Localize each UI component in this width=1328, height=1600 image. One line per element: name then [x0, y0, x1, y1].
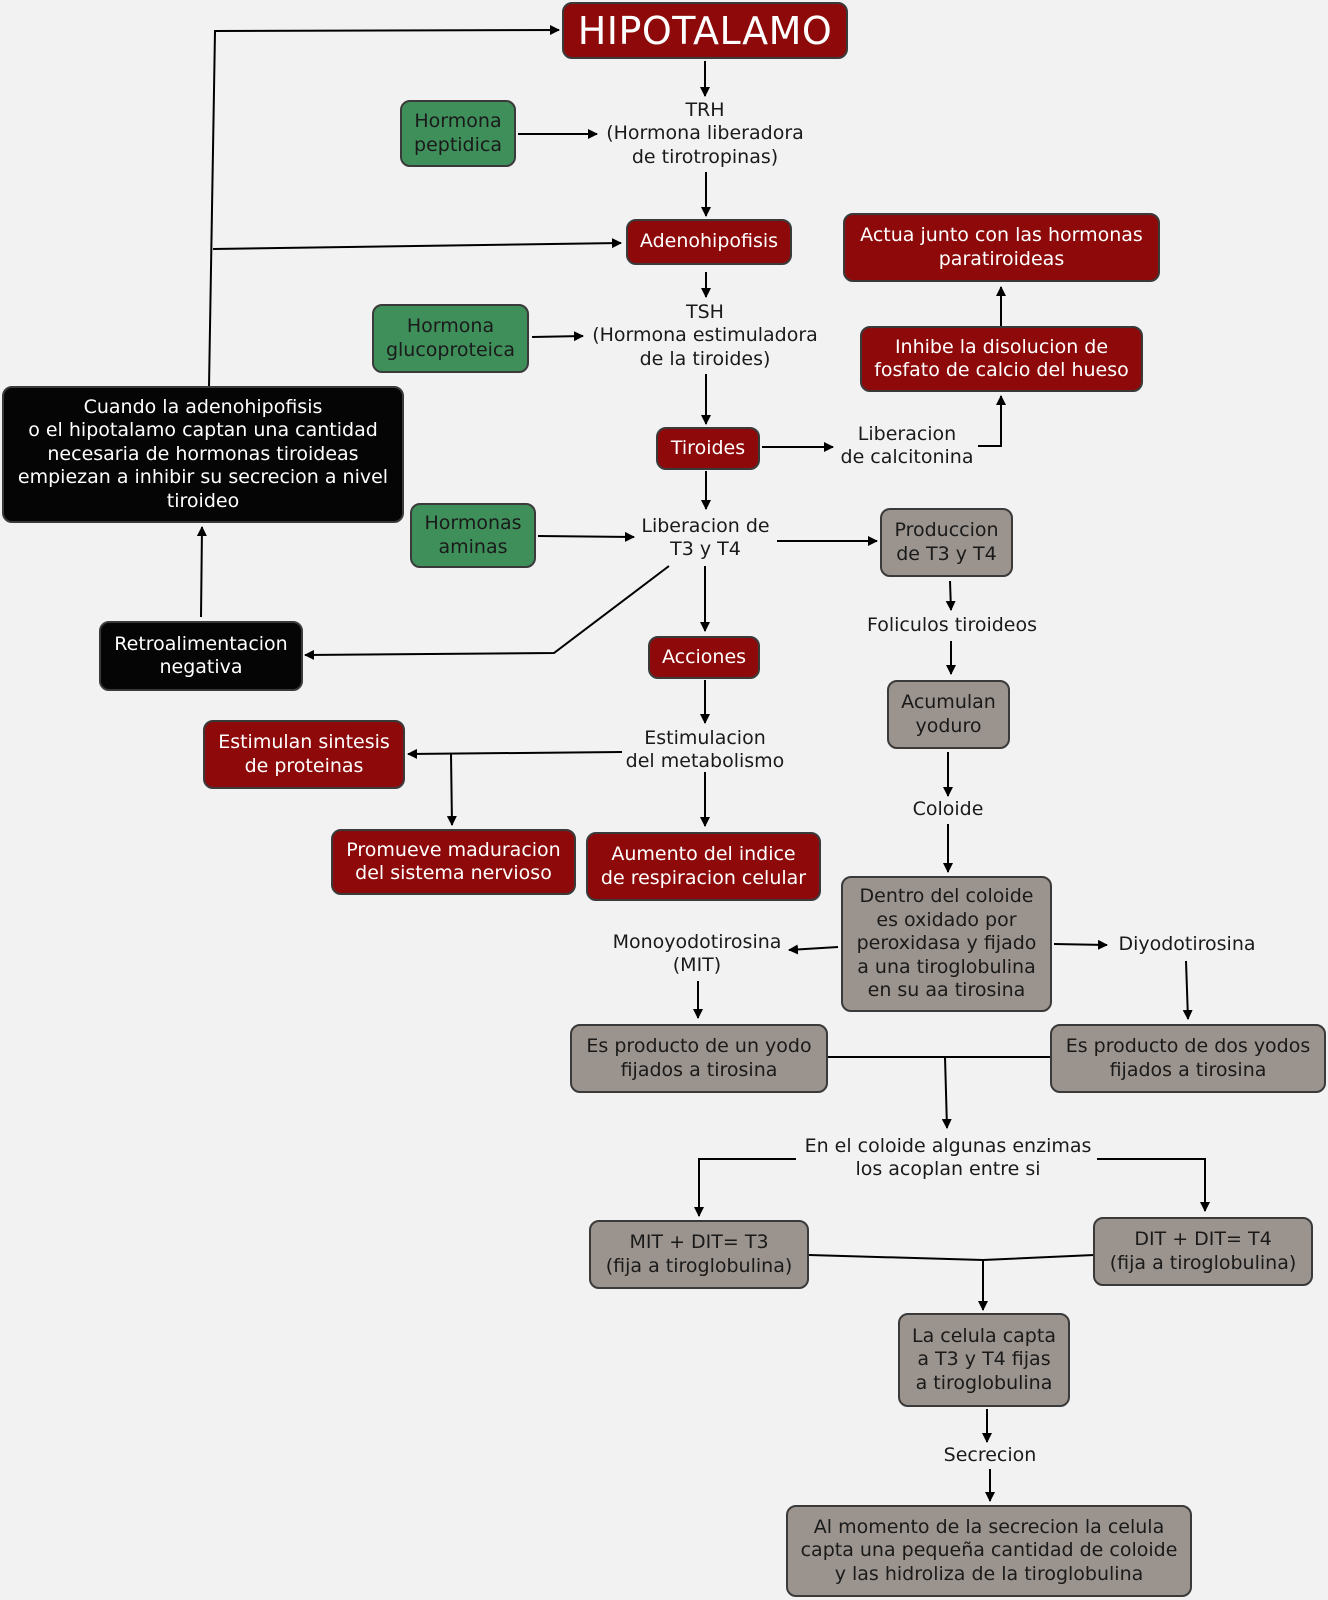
- tsh-node: TSH (Hormona estimuladora de la tiroides…: [592, 300, 818, 370]
- mit-dit-t3-node: MIT + DIT= T3 (fija a tiroglobulina): [589, 1220, 809, 1289]
- produccion-t3-t4-node: Produccion de T3 y T4: [880, 508, 1013, 577]
- dentro-coloide-node: Dentro del coloide es oxidado por peroxi…: [841, 876, 1052, 1012]
- arrow-t3-t4-celula: [808, 1254, 1095, 1310]
- arrow-dentro-mono: [788, 944, 839, 955]
- actua-junto-node: Actua junto con las hormonas paratiroide…: [843, 213, 1160, 282]
- trh-node: TRH (Hormona liberadora de tirotropinas): [606, 98, 804, 168]
- arrow-di-producto: [1182, 960, 1193, 1020]
- producto-dos-yodos-node: Es producto de dos yodos fijados a tiros…: [1050, 1024, 1326, 1093]
- liberacion-t3-t4-node: Liberacion de T3 y T4: [641, 514, 770, 561]
- hipotalamo-title: HIPOTALAMO: [562, 2, 848, 59]
- celula-capta-node: La celula capta a T3 y T4 fijas a tirogl…: [898, 1313, 1070, 1407]
- hormonas-aminas-node: Hormonas aminas: [410, 503, 536, 568]
- estimulacion-metabolismo-node: Estimulacion del metabolismo: [625, 726, 785, 773]
- al-momento-node: Al momento de la secrecion la celula cap…: [786, 1505, 1192, 1597]
- monoyodotirosina-node: Monoyodotirosina (MIT): [612, 930, 782, 977]
- tiroides-node: Tiroides: [656, 427, 760, 470]
- arrow-calcitonina-inhibe: [978, 395, 1006, 447]
- arrow-estimulacion-maduracion: [446, 753, 457, 826]
- arrow-estimulacion-sintesis: [407, 748, 623, 759]
- coloide-node: Coloide: [912, 798, 984, 821]
- arrow-liberacion-retro: [304, 565, 670, 660]
- arrow-enzimas-t3: [694, 1158, 796, 1217]
- arrow-cuando-adeno: [212, 238, 622, 250]
- acumulan-yoduro-node: Acumulan yoduro: [887, 680, 1010, 749]
- producto-un-yodo-node: Es producto de un yodo fijados a tirosin…: [570, 1024, 828, 1093]
- foliculos-node: Foliculos tiroideos: [866, 614, 1038, 637]
- inhibe-disolucion-node: Inhibe la disolucion de fosfato de calci…: [860, 326, 1143, 392]
- promueve-maduracion-node: Promueve maduracion del sistema nervioso: [331, 829, 576, 895]
- dit-dit-t4-node: DIT + DIT= T4 (fija a tiroglobulina): [1093, 1217, 1313, 1286]
- retroalimentacion-node: Retroalimentacion negativa: [99, 621, 303, 691]
- arrow-dentro-di: [1053, 939, 1108, 950]
- arrow-retro-cuando: [196, 526, 207, 618]
- secrecion-node: Secrecion: [943, 1444, 1037, 1467]
- estimulan-sintesis-node: Estimulan sintesis de proteinas: [203, 720, 405, 789]
- arrow-enzimas-t4: [1097, 1158, 1210, 1212]
- diyodotirosina-node: Diyodotirosina: [1118, 933, 1256, 956]
- adenohipofisis-node: Adenohipofisis: [626, 219, 792, 265]
- hormona-peptidica-node: Hormona peptidica: [400, 100, 516, 167]
- enzimas-acoplan-node: En el coloide algunas enzimas los acopla…: [804, 1134, 1092, 1181]
- acciones-node: Acciones: [648, 636, 760, 679]
- aumento-indice-node: Aumento del indice de respiracion celula…: [586, 832, 821, 901]
- arrow-productos-enzimas: [828, 1056, 1050, 1128]
- arrow-cuando-hipotalamo: [208, 25, 560, 388]
- arrow-glucoproteica-tsh: [531, 331, 584, 342]
- hormona-glucoproteica-node: Hormona glucoproteica: [372, 304, 529, 373]
- liberacion-calcitonina-node: Liberacion de calcitonina: [840, 422, 974, 469]
- cuando-adenohipofisis-node: Cuando la adenohipofisis o el hipotalamo…: [2, 386, 404, 523]
- arrow-aminas-liberacion: [537, 531, 635, 542]
- arrow-produccion-foliculos: [945, 580, 956, 611]
